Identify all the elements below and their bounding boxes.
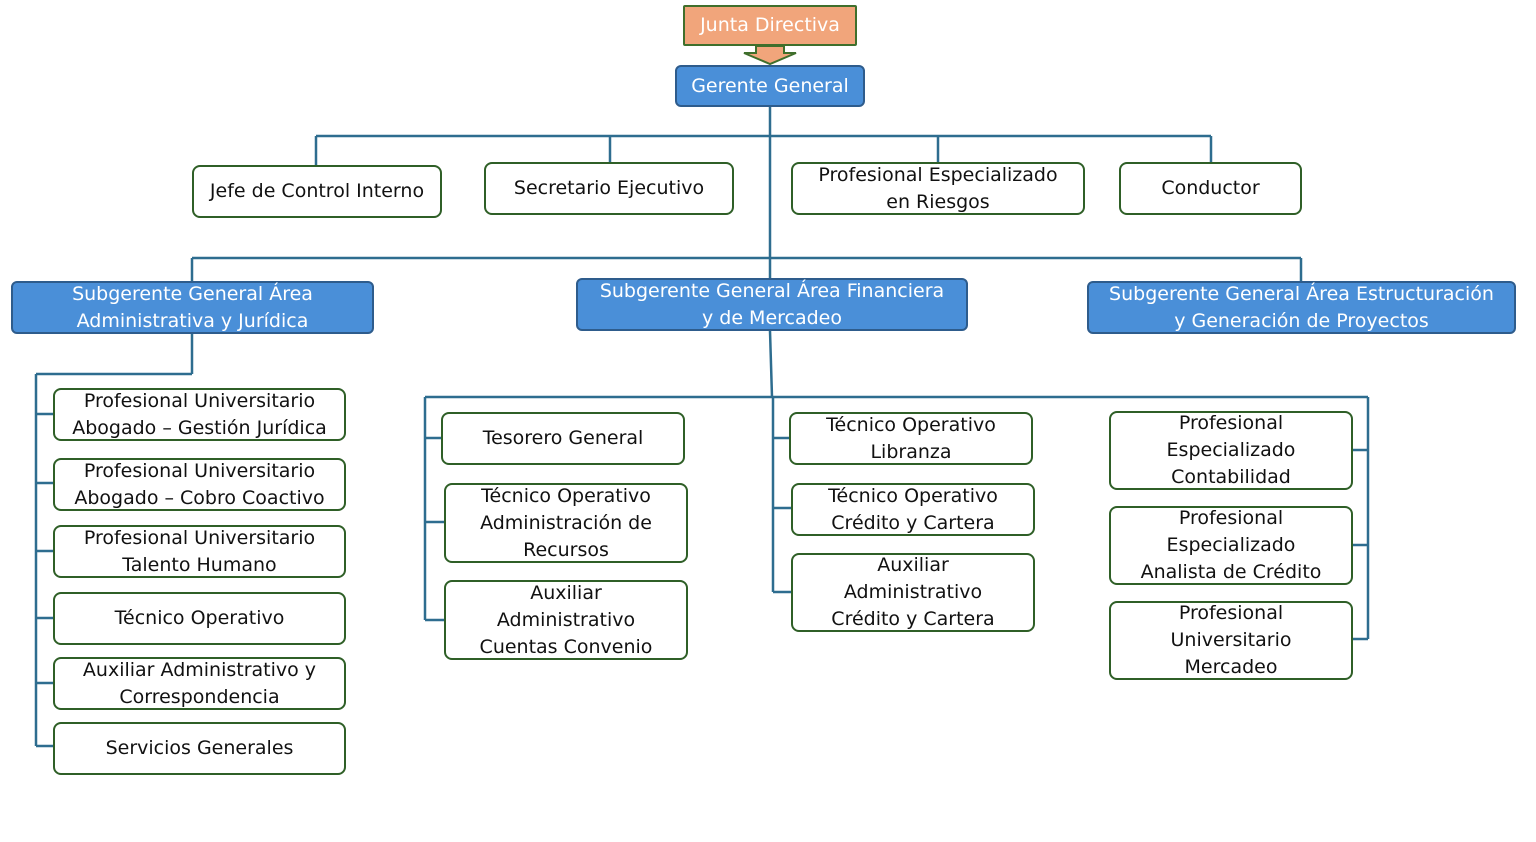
position-tesorero-general: Tesorero General xyxy=(441,412,685,465)
staff-secretario-ejecutivo: Secretario Ejecutivo xyxy=(484,162,734,215)
connector-group xyxy=(34,45,1370,748)
subgerente-financiera: Subgerente General Área Financiera y de … xyxy=(576,278,968,331)
position-auxiliar-correspondencia: Auxiliar Administrativo y Correspondenci… xyxy=(53,657,346,710)
position-universitario-mercadeo: Profesional Universitario Mercadeo xyxy=(1109,601,1353,680)
position-tecnico-administracion-recursos: Técnico Operativo Administración de Recu… xyxy=(444,483,688,563)
staff-profesional-riesgos: Profesional Especializado en Riesgos xyxy=(791,162,1085,215)
staff-conductor: Conductor xyxy=(1119,162,1302,215)
position-servicios-generales: Servicios Generales xyxy=(53,722,346,775)
staff-control-interno: Jefe de Control Interno xyxy=(192,165,442,218)
position-auxiliar-cuentas-convenio: Auxiliar Administrativo Cuentas Convenio xyxy=(444,580,688,660)
position-abogado-cobro-coactivo: Profesional Universitario Abogado – Cobr… xyxy=(53,458,346,511)
position-tecnico-operativo: Técnico Operativo xyxy=(53,592,346,645)
position-tecnico-credito-cartera: Técnico Operativo Crédito y Cartera xyxy=(791,483,1035,536)
position-abogado-gestion-juridica: Profesional Universitario Abogado – Gest… xyxy=(53,388,346,441)
general-manager-box: Gerente General xyxy=(675,65,865,107)
position-analista-credito: Profesional Especializado Analista de Cr… xyxy=(1109,506,1353,585)
board-arrow xyxy=(743,45,797,66)
position-talento-humano: Profesional Universitario Talento Humano xyxy=(53,525,346,578)
position-tecnico-libranza: Técnico Operativo Libranza xyxy=(789,412,1033,465)
subgerente-administrativa: Subgerente General Área Administrativa y… xyxy=(11,281,374,334)
position-especializado-contabilidad: Profesional Especializado Contabilidad xyxy=(1109,411,1353,490)
board-box: Junta Directiva xyxy=(683,5,857,46)
connector-fin-drop xyxy=(768,330,774,398)
subgerente-estructuracion: Subgerente General Área Estructuración y… xyxy=(1087,281,1516,334)
position-auxiliar-credito-cartera: Auxiliar Administrativo Crédito y Carter… xyxy=(791,553,1035,632)
